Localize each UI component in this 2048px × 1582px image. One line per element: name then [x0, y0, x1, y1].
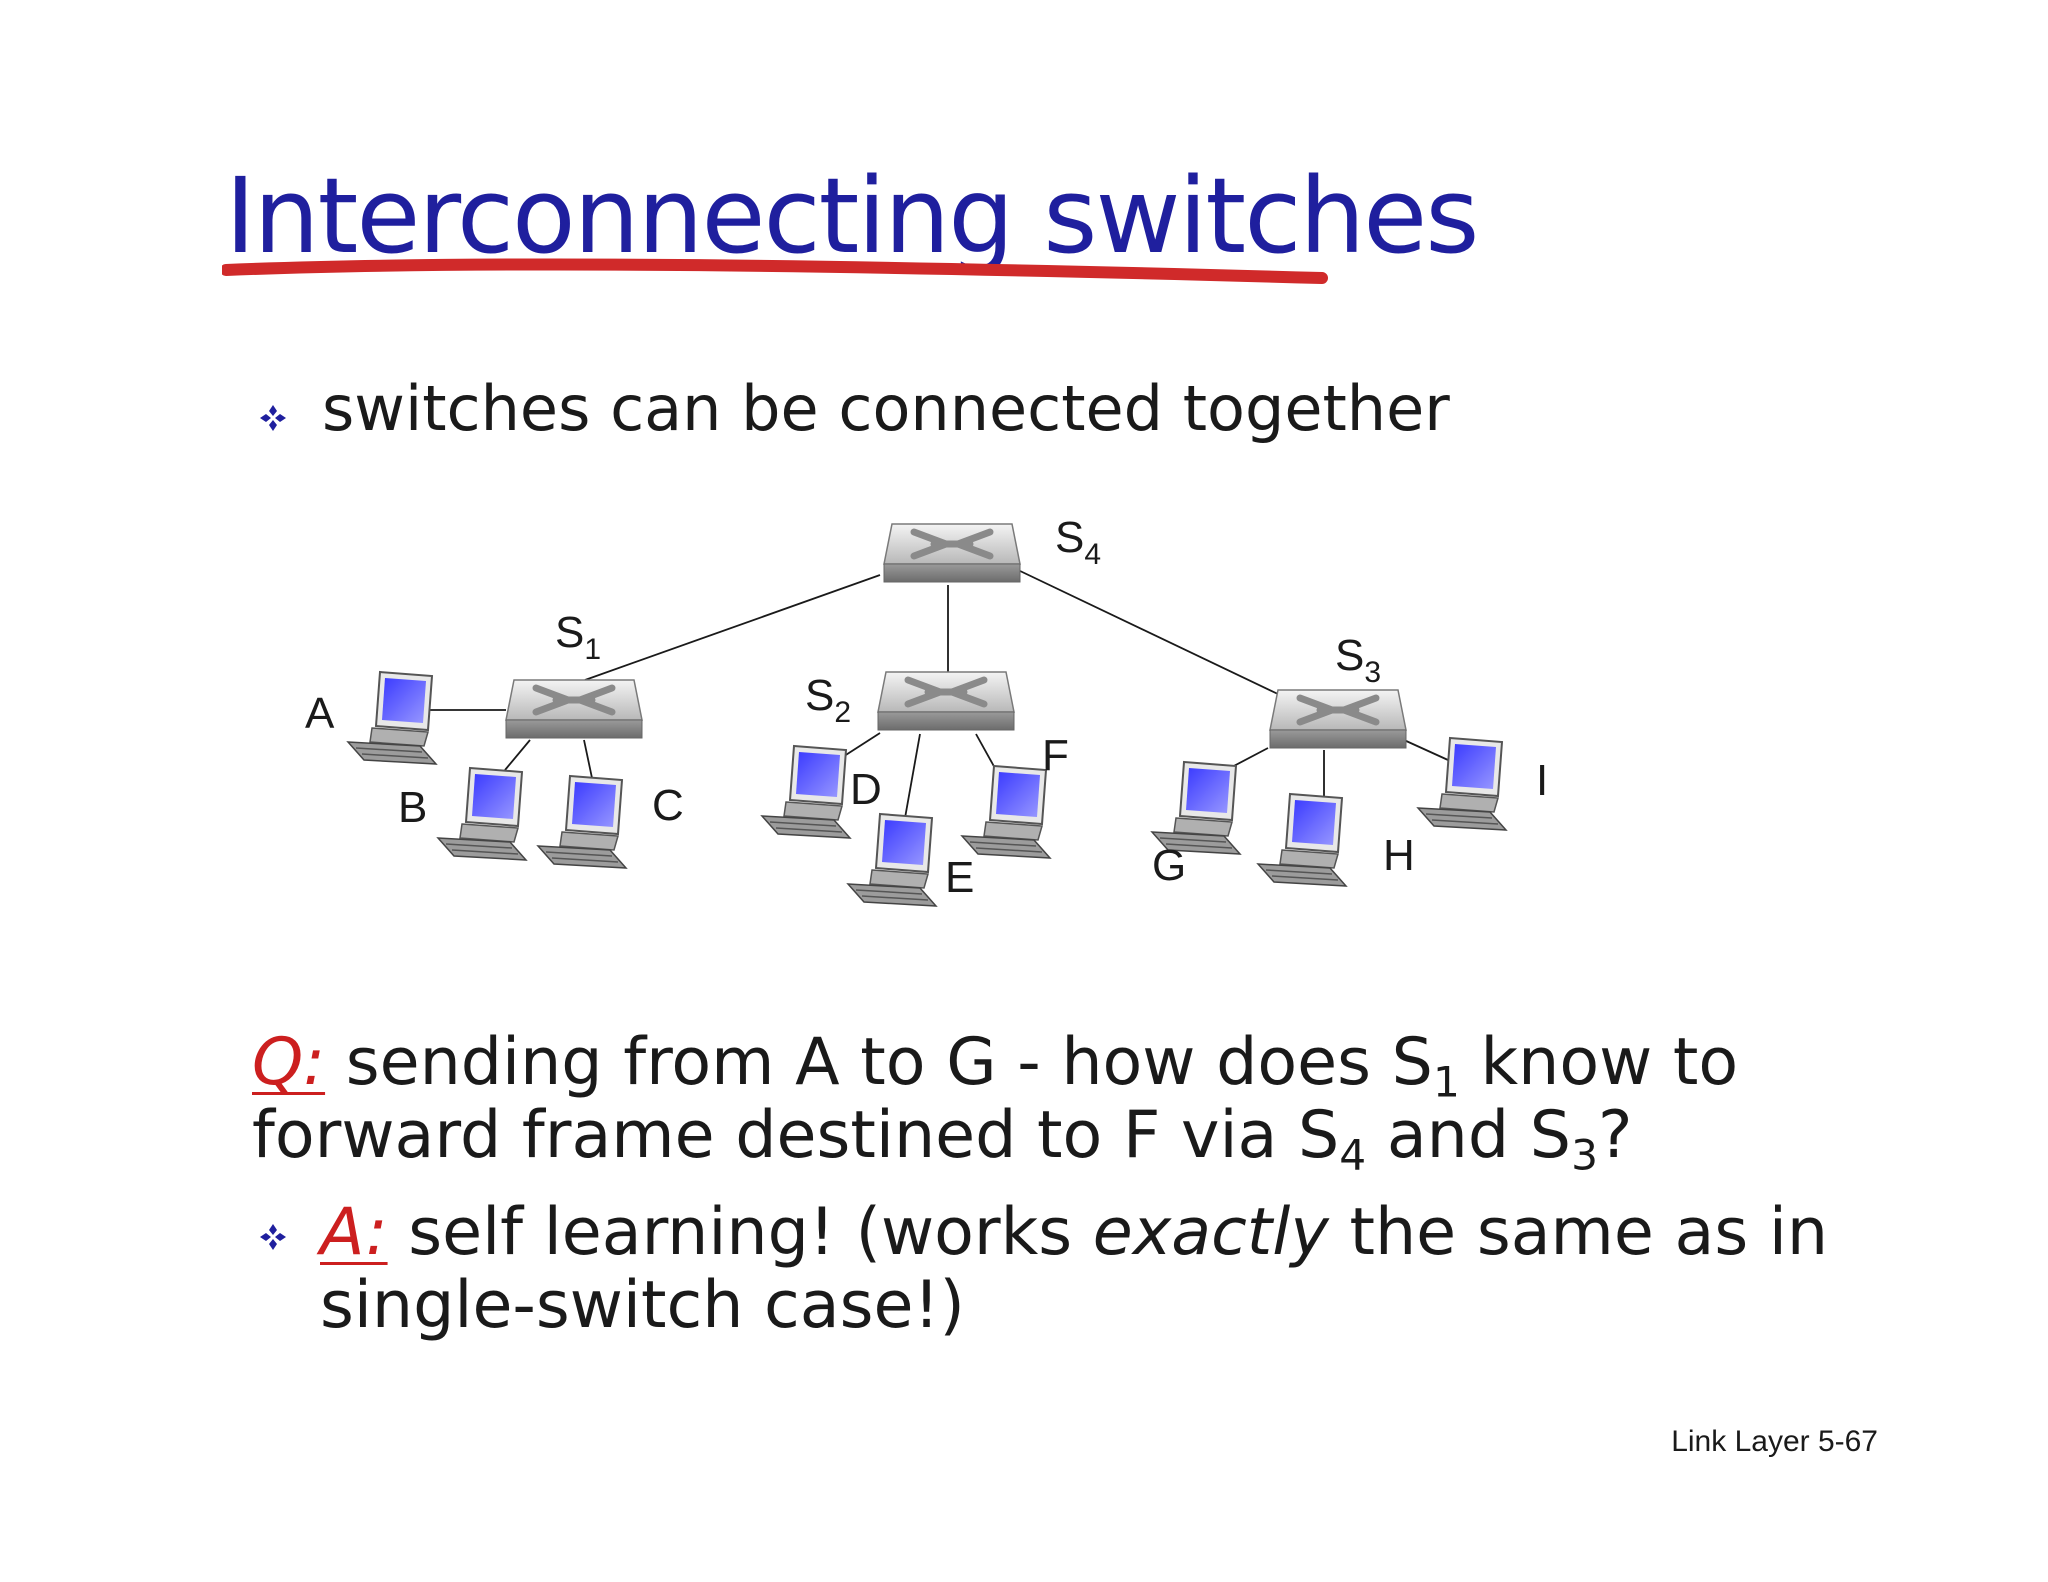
host-i-label: I	[1536, 756, 1548, 805]
host-e-icon	[847, 813, 937, 907]
slide-footer: Link Layer 5-67	[1671, 1425, 1878, 1458]
answer-label: A:	[320, 1195, 388, 1270]
answer-line-1: A: self learning! (works exactly the sam…	[320, 1195, 1829, 1270]
question-label: Q:	[252, 1025, 326, 1100]
switch-s3-icon	[1270, 690, 1406, 748]
title-underline	[222, 258, 1328, 284]
host-b-icon	[437, 767, 527, 861]
host-c-label: C	[652, 781, 684, 830]
host-a-icon	[347, 671, 437, 765]
diamond-bullet-icon	[260, 405, 286, 431]
switch-s1-icon	[506, 680, 642, 738]
host-b-label: B	[398, 783, 427, 832]
host-g-label: G	[1152, 841, 1186, 890]
host-f-icon	[961, 765, 1051, 859]
host-h-label: H	[1383, 831, 1415, 880]
bullet-text: switches can be connected together	[322, 372, 1450, 445]
question-line-1: Q: sending from A to G - how does S1 kno…	[252, 1025, 1739, 1107]
switch-s4-icon	[884, 524, 1020, 582]
switch-s1-label: S1	[555, 608, 601, 666]
host-f-label: F	[1042, 731, 1069, 780]
switch-s2-icon	[878, 672, 1014, 730]
question-line-2: forward frame destined to F via S4 and S…	[252, 1098, 1633, 1180]
switch-s3-label: S3	[1335, 631, 1381, 689]
host-d-label: D	[850, 765, 882, 814]
host-e-label: E	[945, 853, 974, 902]
page-title: Interconnecting switches	[225, 155, 1479, 277]
diamond-bullet-icon	[260, 1224, 286, 1250]
host-a-label: A	[305, 689, 335, 738]
switch-s2-label: S2	[805, 671, 851, 729]
host-d-icon	[761, 745, 851, 839]
link-lines	[430, 569, 1449, 819]
switch-s4-label: S4	[1055, 513, 1101, 571]
host-h-icon	[1257, 793, 1347, 887]
host-c-icon	[537, 775, 627, 869]
answer-line-2: single-switch case!)	[320, 1268, 965, 1343]
